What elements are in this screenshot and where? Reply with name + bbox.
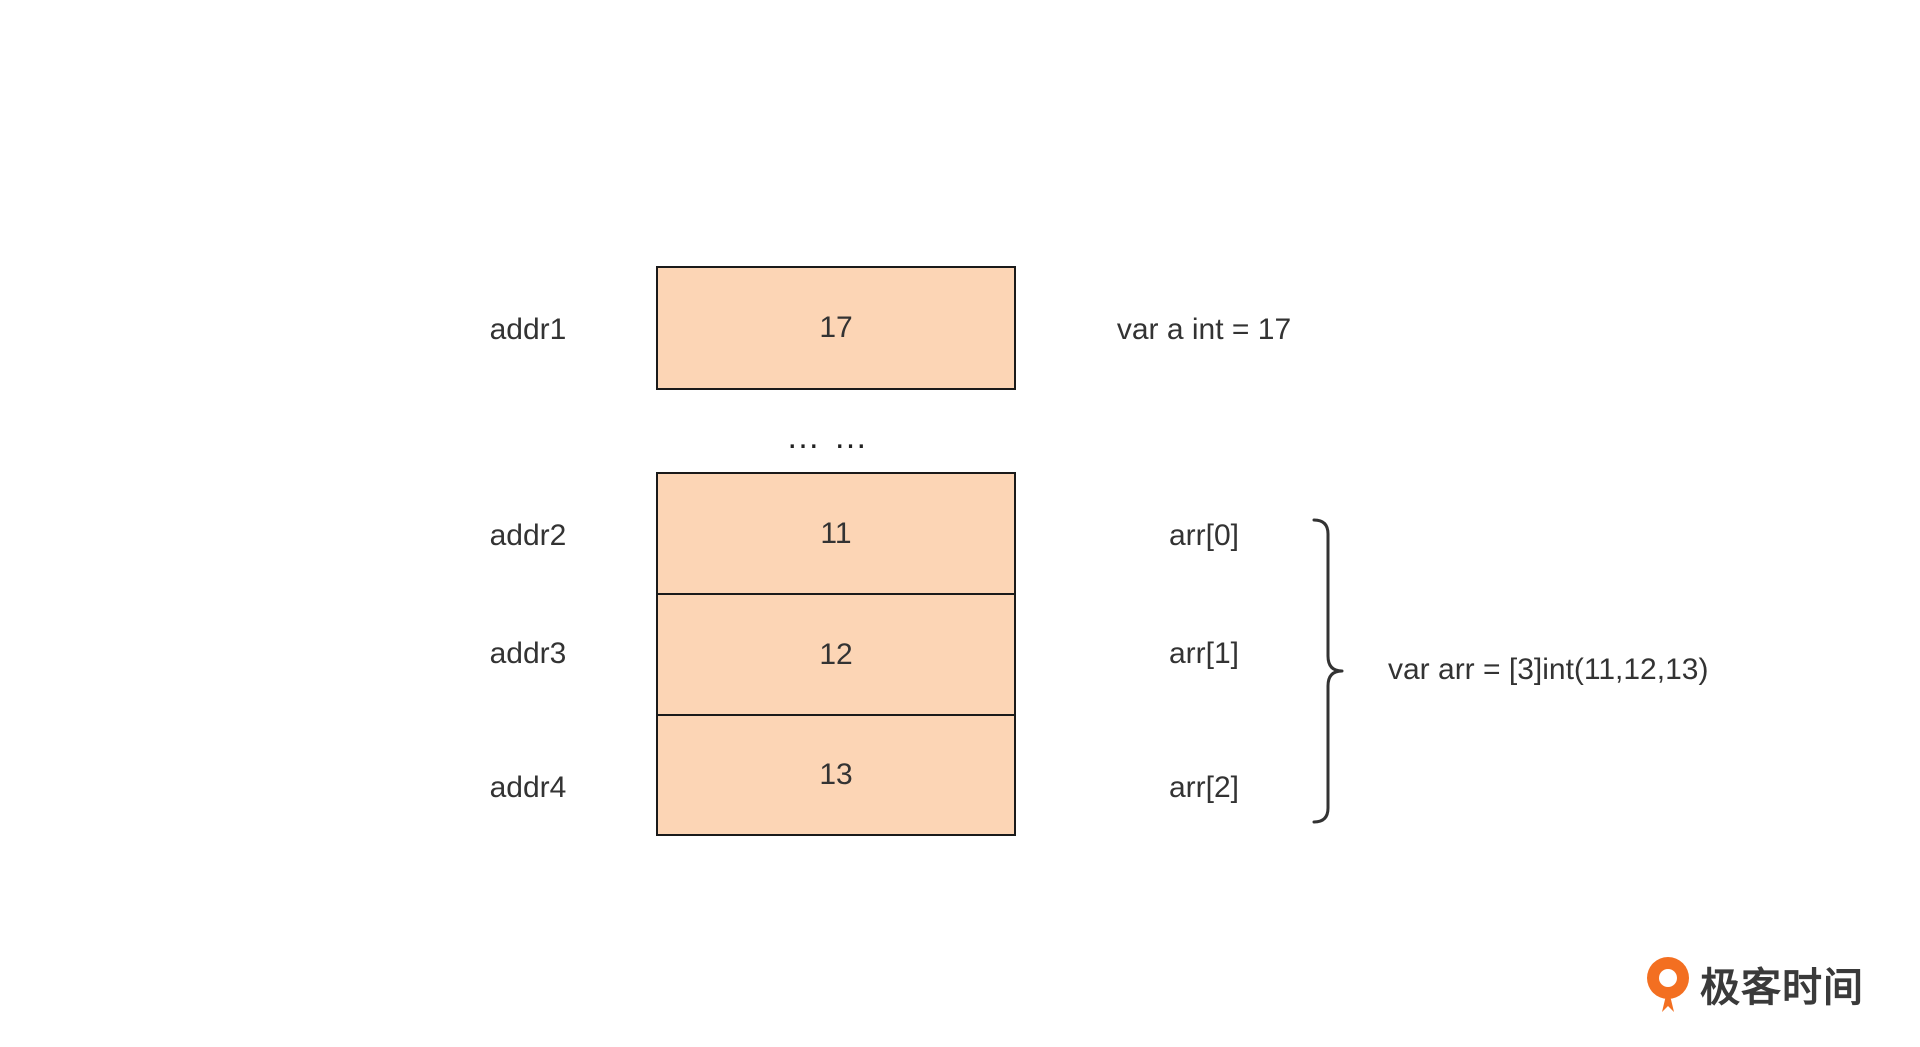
- address-label-addr3: addr3: [489, 637, 567, 670]
- address-label-addr2: addr2: [489, 519, 567, 552]
- address-label-addr4: addr4: [489, 771, 567, 804]
- array-element-label-1: arr[1]: [1168, 637, 1240, 670]
- array-element-label-0: arr[0]: [1168, 519, 1240, 552]
- cell-value: 17: [819, 311, 853, 344]
- variable-declaration-a: var a int = 17: [1116, 313, 1292, 346]
- logo-text: 极客时间: [1700, 965, 1864, 1011]
- geektime-logo: 极客时间: [1642, 952, 1864, 1016]
- address-label-addr1: addr1: [489, 313, 567, 346]
- cell-value: 13: [819, 758, 853, 791]
- memory-cell-addr1: 17: [656, 266, 1016, 390]
- cell-value: 11: [820, 517, 852, 550]
- memory-cell-addr2: 11: [656, 472, 1016, 596]
- curly-brace-icon: [1312, 518, 1344, 824]
- array-declaration: var arr = [3]int(11,12,13): [1388, 653, 1709, 686]
- array-element-label-2: arr[2]: [1168, 771, 1240, 804]
- ellipsis: … …: [786, 418, 870, 456]
- memory-cell-addr3: 12: [656, 593, 1016, 717]
- memory-cell-addr4: 13: [656, 714, 1016, 836]
- cell-value: 12: [819, 638, 853, 671]
- geektime-logo-icon: [1647, 957, 1689, 1012]
